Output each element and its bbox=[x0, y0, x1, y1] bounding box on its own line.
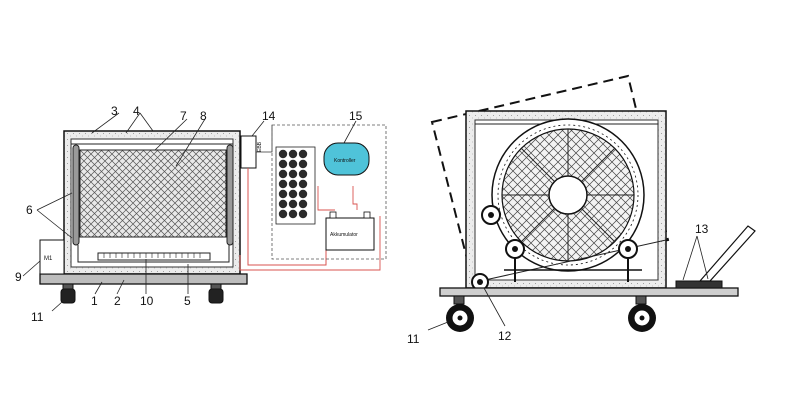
label-15: 15 bbox=[349, 109, 363, 123]
side-cart-base bbox=[439, 287, 739, 297]
roller-right bbox=[618, 239, 638, 282]
ground-wire bbox=[352, 186, 358, 210]
fan-assembly bbox=[491, 118, 645, 272]
side-front-wheel bbox=[446, 295, 474, 332]
left-cooler-diagram: M1 EBB Kontroller bbox=[15, 104, 387, 324]
pump-teeth bbox=[103, 253, 201, 258]
left-front-wheel bbox=[60, 283, 76, 304]
power-system-box bbox=[271, 124, 387, 260]
roller-upper bbox=[481, 205, 501, 225]
motor-label: M1 bbox=[44, 256, 53, 262]
right-cooler-diagram: 11 12 13 bbox=[407, 74, 756, 346]
label-13: 13 bbox=[695, 222, 709, 236]
label-10: 10 bbox=[140, 294, 154, 308]
water-pump bbox=[97, 252, 211, 261]
cart-base bbox=[39, 273, 248, 285]
tilted-position-outline bbox=[430, 74, 670, 288]
ebb-box bbox=[240, 135, 257, 169]
handle-arm bbox=[698, 225, 756, 282]
label-11-right: 11 bbox=[407, 332, 420, 346]
label-12: 12 bbox=[498, 329, 512, 343]
label-5: 5 bbox=[184, 294, 191, 308]
label-7: 7 bbox=[180, 109, 187, 123]
side-rear-wheel bbox=[628, 295, 656, 332]
label-3: 3 bbox=[111, 104, 118, 118]
label-2: 2 bbox=[114, 294, 121, 308]
label-9: 9 bbox=[15, 270, 22, 284]
label-14: 14 bbox=[262, 109, 276, 123]
right-water-pipe bbox=[226, 144, 234, 246]
right-leader-lines bbox=[427, 235, 709, 331]
motor-box bbox=[39, 239, 65, 275]
left-rear-wheel bbox=[208, 283, 224, 304]
battery-unit bbox=[325, 217, 375, 251]
controller-wire bbox=[317, 186, 335, 211]
solar-panel bbox=[275, 146, 316, 225]
fan-hub bbox=[548, 175, 588, 215]
controller-unit bbox=[323, 142, 370, 176]
left-leader-lines bbox=[22, 112, 357, 312]
handle-base-block bbox=[675, 280, 723, 289]
controller-label: Kontroller bbox=[334, 158, 356, 164]
aux-wire bbox=[239, 216, 381, 271]
battery-label: Akkumulator bbox=[330, 232, 358, 238]
label-11-left: 11 bbox=[31, 310, 44, 324]
ebb-label: EBB bbox=[257, 141, 263, 152]
label-6: 6 bbox=[26, 203, 33, 217]
label-8: 8 bbox=[200, 109, 207, 123]
left-water-pipe bbox=[72, 144, 80, 246]
label-1: 1 bbox=[91, 294, 98, 308]
label-4: 4 bbox=[133, 104, 140, 118]
cooling-pad-mesh bbox=[79, 149, 227, 238]
